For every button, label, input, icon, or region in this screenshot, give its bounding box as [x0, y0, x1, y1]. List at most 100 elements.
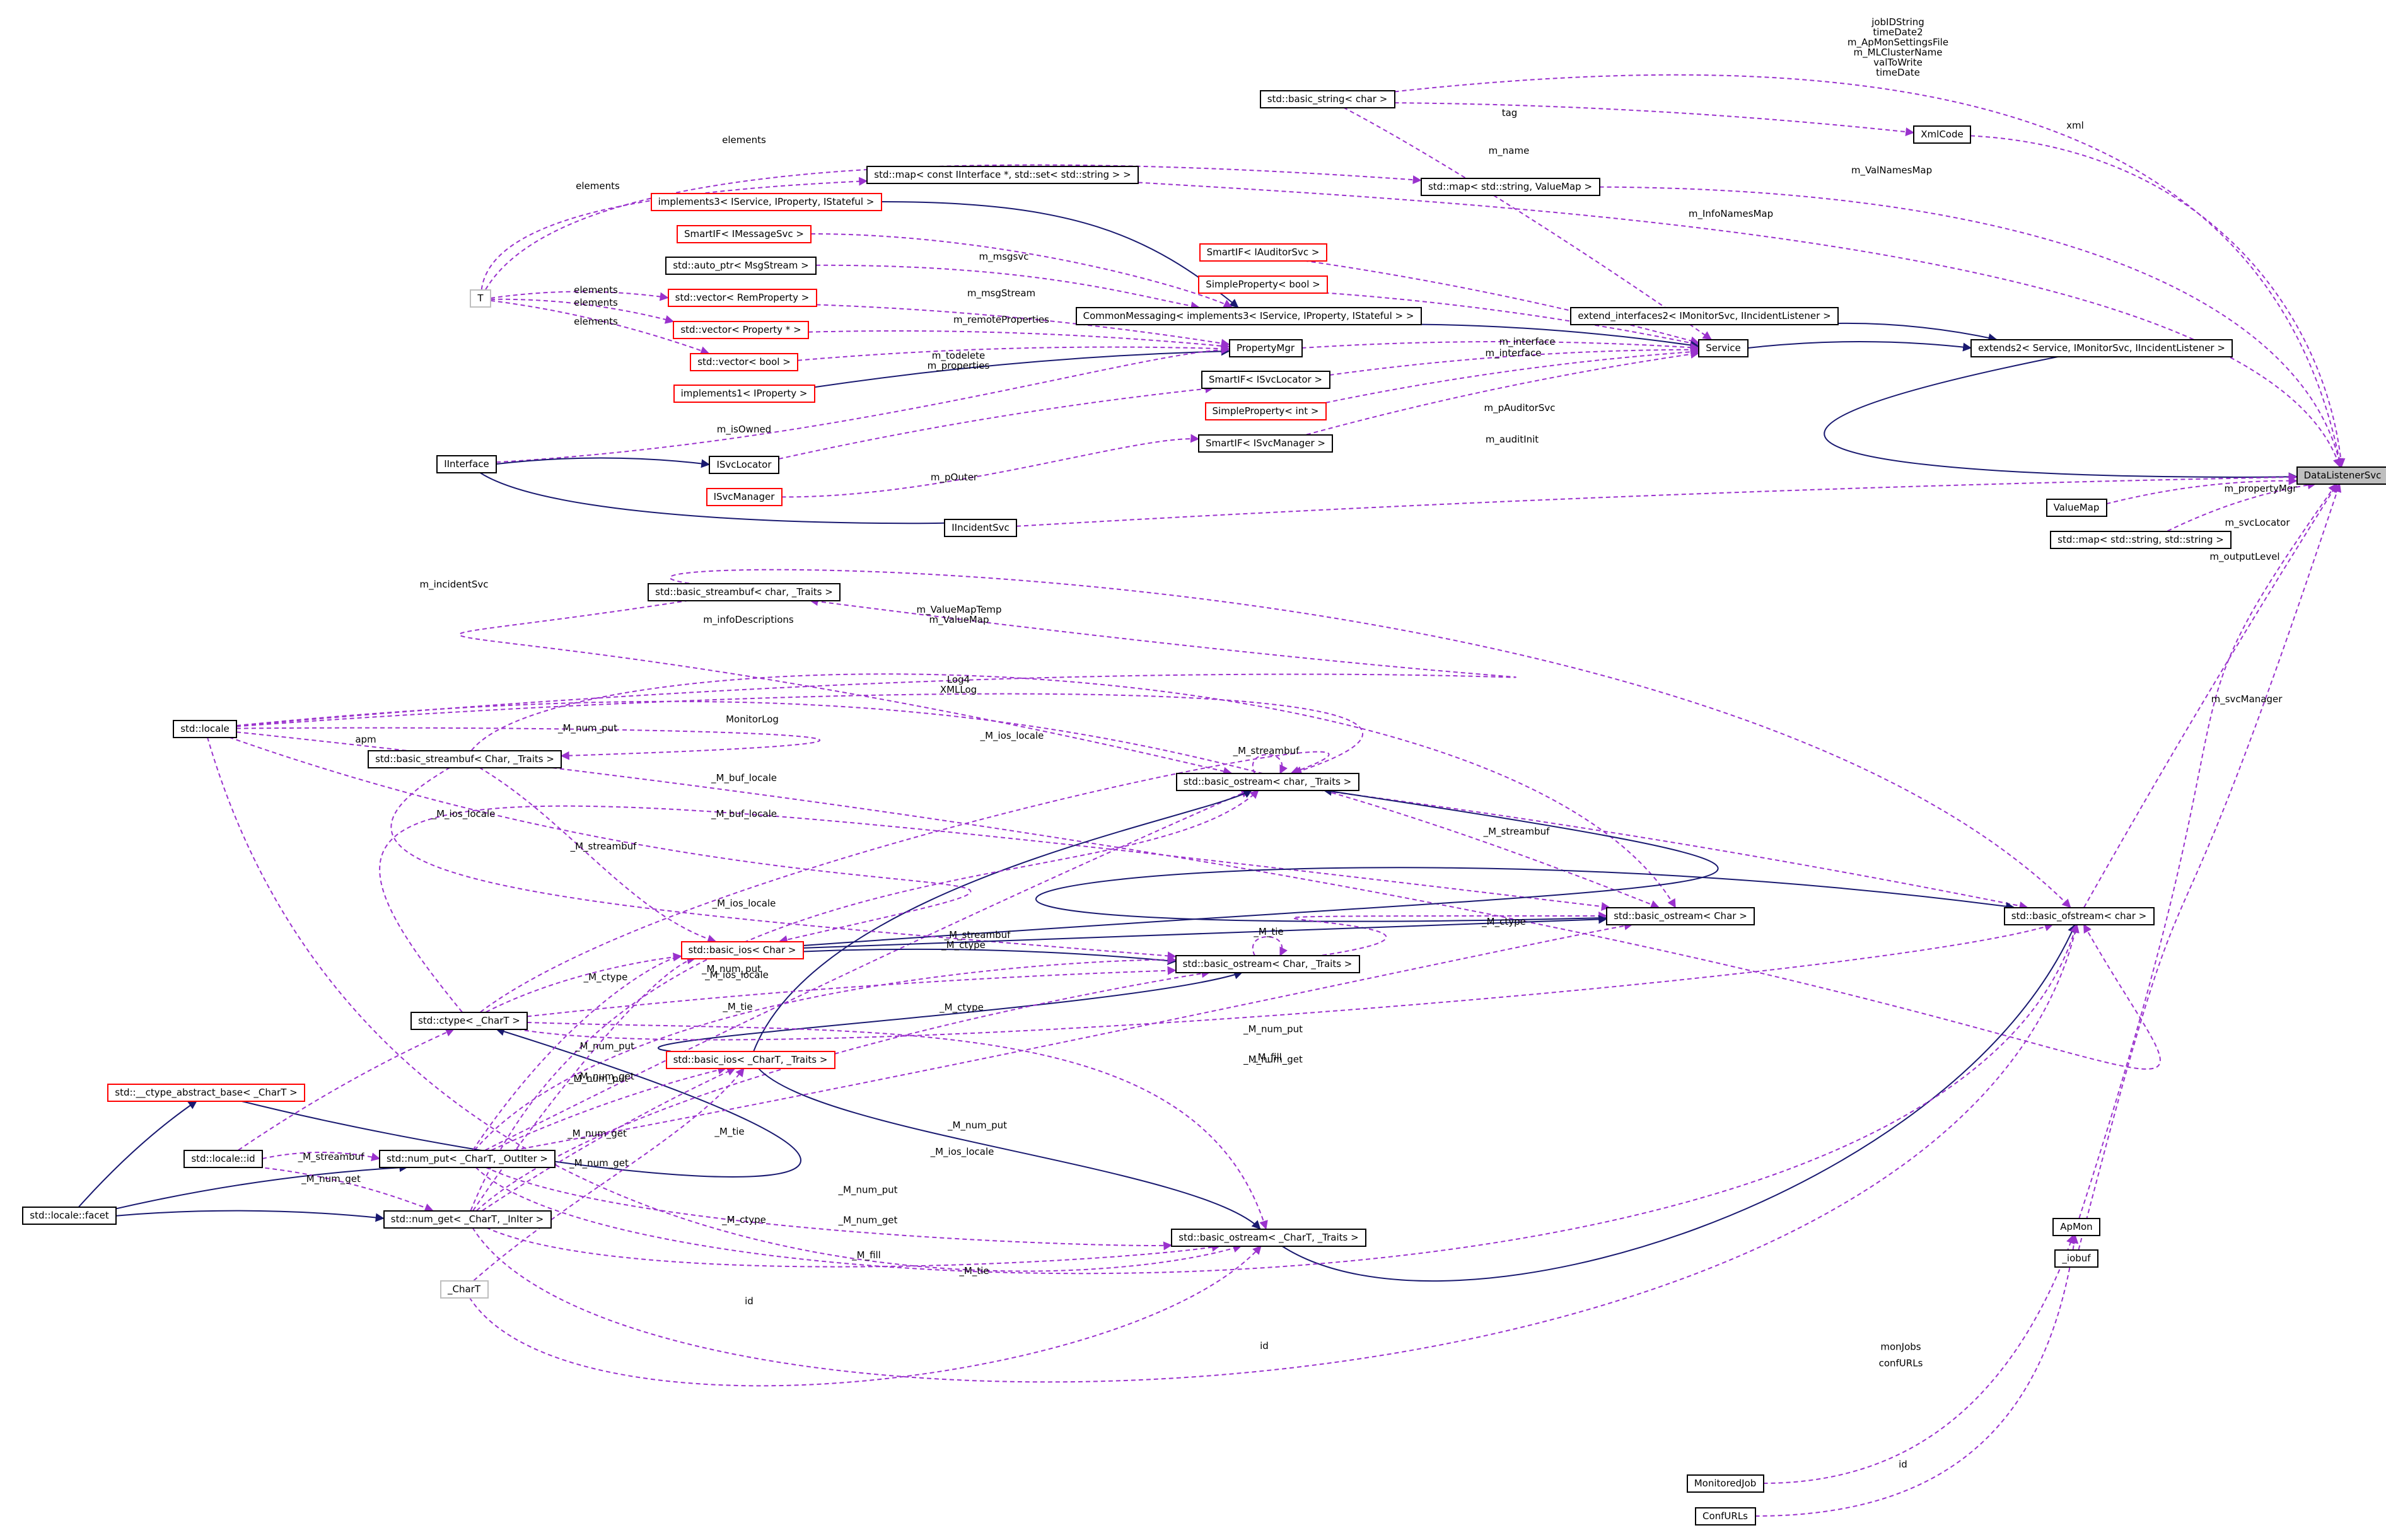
- member-edge-77: [473, 1067, 745, 1282]
- class-node-extends2[interactable]: extends2< Service, IMonitorSvc, IInciden…: [1970, 339, 2233, 357]
- class-node-map-string-valuemap[interactable]: std::map< std::string, ValueMap >: [1421, 178, 1600, 196]
- edge-label: _M_ctype: [583, 971, 628, 983]
- node-label: std::vector< RemProperty >: [675, 292, 810, 303]
- class-node-basic-ostream-char-t[interactable]: std::basic_ostream< Char, _Traits >: [1175, 955, 1360, 973]
- class-node-extend-interfaces2[interactable]: extend_interfaces2< IMonitorSvc, IIncide…: [1570, 307, 1839, 325]
- node-box: [470, 289, 491, 308]
- node-label: extends2< Service, IMonitorSvc, IInciden…: [1978, 342, 2225, 354]
- node-box: [383, 1210, 552, 1229]
- class-node-basic-ios-char[interactable]: std::basic_ios< Char >: [681, 941, 804, 959]
- edge-label: m_isOwned: [717, 424, 771, 436]
- class-node-locale-id[interactable]: std::locale::id: [183, 1150, 263, 1168]
- edge-label: m_propertyMgr: [2225, 483, 2298, 495]
- class-node-simpleproperty-bool[interactable]: SimpleProperty< bool >: [1198, 275, 1328, 294]
- edge-label: m_infoDescriptions: [703, 614, 794, 626]
- class-node-smartif-isvclocator[interactable]: SmartIF< ISvcLocator >: [1201, 371, 1330, 389]
- class-node-basic-ios-chart[interactable]: std::basic_ios< _CharT, _Traits >: [666, 1051, 835, 1069]
- class-node-apmon[interactable]: ApMon: [2052, 1218, 2100, 1236]
- inheritance-edge-83: [1281, 923, 2076, 1282]
- class-node-isvcmanager[interactable]: ISvcManager: [706, 488, 783, 506]
- class-node-basic-ostream-char-t[interactable]: std::basic_ostream< char, _Traits >: [1176, 773, 1359, 791]
- class-node-chart[interactable]: _CharT: [440, 1280, 489, 1299]
- edge-label: m_interface: [1485, 347, 1541, 359]
- class-node-vector-remproperty[interactable]: std::vector< RemProperty >: [668, 289, 817, 307]
- class-node-simpleproperty-int[interactable]: SimpleProperty< int >: [1205, 402, 1327, 420]
- node-label: implements1< IProperty >: [681, 388, 808, 399]
- class-node-implements3[interactable]: implements3< IService, IProperty, IState…: [651, 193, 882, 211]
- node-box: [1171, 1229, 1366, 1247]
- node-box: [677, 225, 812, 243]
- node-box: [410, 1012, 528, 1030]
- class-node-xmlcode[interactable]: XmlCode: [1913, 125, 1971, 144]
- node-label: extend_interfaces2< IMonitorSvc, IIncide…: [1578, 310, 1830, 322]
- member-edge-62: [527, 966, 1177, 1017]
- class-node-vector-property[interactable]: std::vector< Property * >: [673, 321, 809, 339]
- class-node-t[interactable]: T: [470, 289, 491, 308]
- class-node-smartif-imessagesvc[interactable]: SmartIF< IMessageSvc >: [677, 225, 812, 243]
- class-node-locale[interactable]: std::locale: [173, 720, 237, 738]
- edge-label: m_pAuditorSvc: [1484, 402, 1556, 414]
- class-node-commonmessaging[interactable]: CommonMessaging< implements3< IService, …: [1076, 307, 1422, 325]
- class-node-map-string-string[interactable]: std::map< std::string, std::string >: [2050, 531, 2232, 549]
- class-node-num-put[interactable]: std::num_put< _CharT, _OutIter >: [379, 1150, 556, 1168]
- member-edge-4: [1599, 186, 2344, 468]
- inheritance-edge-64: [657, 970, 1243, 1052]
- class-node-locale-facet[interactable]: std::locale::facet: [22, 1207, 117, 1225]
- edge-label: _M_ctype: [721, 1214, 766, 1226]
- node-box: [2054, 1249, 2098, 1268]
- class-node-auto-ptr-msgstream[interactable]: std::auto_ptr< MsgStream >: [665, 257, 817, 275]
- class-node-propertymgr[interactable]: PropertyMgr: [1229, 339, 1303, 357]
- class-node-datalistenersvc[interactable]: DataListenerSvc: [2296, 466, 2386, 485]
- member-edge-38: [2078, 483, 2342, 1250]
- node-label: ISvcLocator: [716, 459, 772, 470]
- member-edge-23: [1303, 260, 1700, 345]
- member-edge-18: [496, 345, 1230, 463]
- class-node-vector-bool[interactable]: std::vector< bool >: [690, 353, 798, 371]
- edge-label: tag: [1502, 107, 1518, 119]
- class-node-smartif-iauditorsvc[interactable]: SmartIF< IAuditorSvc >: [1199, 243, 1327, 262]
- class-node-iincidentsvc[interactable]: IIncidentSvc: [944, 519, 1017, 537]
- class-node-basic-ofstream[interactable]: std::basic_ofstream< char >: [2004, 907, 2155, 925]
- class-node-monitoredjob[interactable]: MonitoredJob: [1687, 1474, 1764, 1493]
- node-label: std::basic_ofstream< char >: [2011, 910, 2147, 922]
- member-edge-35: [2167, 480, 2317, 532]
- node-box: [651, 193, 882, 211]
- class-node-basic-streambuf-char[interactable]: std::basic_streambuf< char, _Traits >: [648, 583, 841, 601]
- member-edge-0: [1394, 74, 2344, 468]
- node-label: ValueMap: [2054, 502, 2100, 513]
- member-edge-26: [1301, 341, 1700, 352]
- member-edge-88: [486, 952, 682, 1013]
- class-node-iinterface[interactable]: IInterface: [436, 455, 497, 473]
- class-node-basic-ostream-chart[interactable]: std::basic_ostream< _CharT, _Traits >: [1171, 1229, 1366, 1247]
- edge-label: id: [1899, 1459, 1907, 1470]
- edge-label: m_outputLevel: [2209, 551, 2279, 563]
- node-label: ISvcManager: [714, 491, 776, 502]
- class-node-ctype[interactable]: std::ctype< _CharT >: [410, 1012, 528, 1030]
- class-node-isvclocator[interactable]: ISvcLocator: [709, 456, 779, 474]
- node-box: [1695, 1507, 1756, 1526]
- class-node-iobuf[interactable]: _iobuf: [2054, 1249, 2098, 1268]
- node-box: [379, 1150, 556, 1168]
- class-node-implements1[interactable]: implements1< IProperty >: [673, 385, 815, 403]
- class-node-service[interactable]: Service: [1698, 339, 1749, 357]
- member-edge-36: [2083, 483, 2338, 908]
- inheritance-edge-19: [496, 457, 711, 468]
- class-node-basic-string[interactable]: std::basic_string< char >: [1260, 90, 1395, 108]
- member-edge-46: [236, 727, 821, 760]
- class-node-smartif-isvcmanager[interactable]: SmartIF< ISvcManager >: [1198, 434, 1333, 453]
- class-node-basic-streambuf-char[interactable]: std::basic_streambuf< Char, _Traits >: [368, 750, 562, 768]
- node-label: SimpleProperty< int >: [1213, 405, 1319, 417]
- member-edge-84: [475, 923, 2079, 1275]
- class-node-ctype-abstract-base[interactable]: std::__ctype_abstract_base< _CharT >: [107, 1084, 305, 1102]
- class-node-basic-ostream-char[interactable]: std::basic_ostream< Char >: [1606, 907, 1755, 925]
- nodes-layer: DataListenerSvc std::basic_string< char >…: [22, 90, 2386, 1526]
- node-box: [673, 321, 809, 339]
- node-box: [1205, 402, 1327, 420]
- class-node-valuemap[interactable]: ValueMap: [2046, 499, 2107, 517]
- class-node-num-get[interactable]: std::num_get< _CharT, _InIter >: [383, 1210, 552, 1229]
- inheritance-edge-20: [479, 472, 953, 530]
- edge-label: m_msgsvc: [979, 251, 1029, 263]
- class-node-confurls[interactable]: ConfURLs: [1695, 1507, 1756, 1526]
- class-node-map-iinterface[interactable]: std::map< const IInterface *, std::set< …: [866, 166, 1139, 184]
- edge-label: m_name: [1489, 145, 1530, 157]
